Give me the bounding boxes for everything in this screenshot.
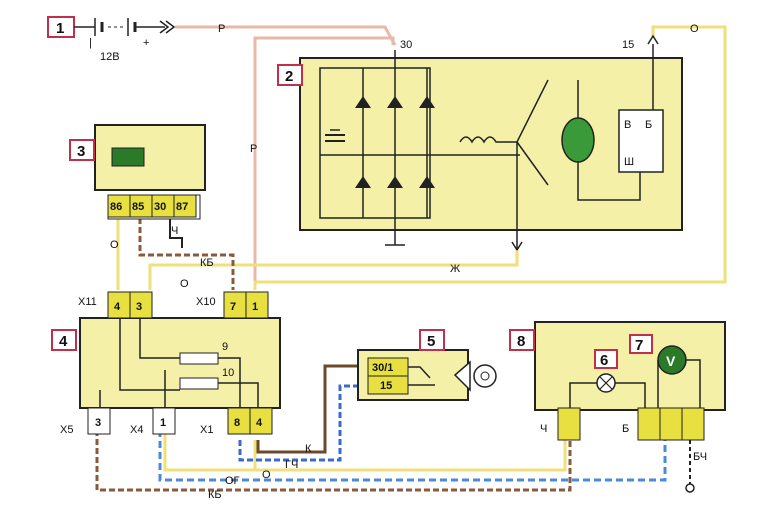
voltmeter-symbol: V — [666, 353, 676, 369]
svg-text:30: 30 — [154, 201, 166, 213]
wire-label-kb1: КБ — [200, 257, 214, 269]
wire-label-r: Р — [218, 23, 225, 35]
wire-label-zh: Ж — [450, 263, 460, 275]
x11-label: X11 — [78, 296, 97, 308]
battery-voltage: 12В — [100, 51, 120, 63]
x10-pin-1: 1 — [252, 301, 258, 313]
battery-number: 1 — [56, 20, 64, 37]
wire-label-ch: Ч — [540, 423, 547, 435]
key-icon — [453, 360, 471, 392]
x11-pin-4: 4 — [114, 301, 121, 313]
diode-bridge — [319, 50, 520, 246]
relay-number: 3 — [77, 143, 85, 160]
ignition-pin-30-1: 30/1 — [372, 362, 393, 374]
wire-label-ch-relay: Ч — [171, 225, 178, 237]
wire-o-bottom — [163, 430, 567, 472]
wire-k — [256, 364, 370, 454]
wire-label-bch: БЧ — [693, 451, 707, 463]
x10-label: X10 — [196, 296, 216, 308]
x5-label: X5 — [60, 424, 73, 436]
wire-o-15 — [253, 25, 727, 290]
ignition-pin-15: 15 — [380, 380, 392, 392]
fuse-10 — [179, 377, 219, 390]
battery-plus: + — [143, 37, 149, 49]
x10-pin-7: 7 — [230, 301, 236, 313]
x1-pin-8: 8 — [234, 417, 240, 429]
ignition-number: 5 — [427, 333, 435, 350]
reg-sh: Ш — [624, 156, 634, 168]
fuse-9 — [179, 352, 219, 365]
battery-minus: | — [89, 37, 92, 49]
block-number: 4 — [59, 333, 68, 350]
x4-label: X4 — [130, 424, 143, 436]
lamp-number: 6 — [600, 352, 608, 369]
wire-zh — [148, 250, 519, 290]
wire-label-o3: О — [262, 469, 271, 481]
term-15: 15 — [622, 39, 634, 51]
wire-label-b: Б — [622, 423, 629, 435]
rotor-icon — [561, 117, 595, 163]
wire-label-og: ОГ — [225, 475, 240, 487]
wire-ch-gnd — [169, 218, 183, 248]
svg-text:86: 86 — [110, 201, 122, 213]
relay-pins: 86 85 30 87 — [107, 194, 197, 218]
cluster-number: 8 — [517, 333, 525, 350]
diodes — [355, 96, 435, 188]
reg-be: Б — [645, 119, 652, 131]
x4-pin: 1 — [160, 417, 166, 429]
x11-pin-3: 3 — [136, 301, 142, 313]
wire-og — [158, 430, 667, 482]
wire-r-battery — [175, 25, 397, 46]
wire-label-kb2: КБ — [208, 489, 222, 501]
svg-text:87: 87 — [176, 201, 188, 213]
x1-pin-4: 4 — [256, 417, 263, 429]
fuse-9-label: 9 — [222, 341, 228, 353]
regulator — [618, 109, 664, 173]
wire-gch — [238, 384, 370, 462]
fuse-10-label: 10 — [222, 367, 234, 379]
wire-label-gch: ГЧ — [285, 459, 298, 471]
wire-kb-relay — [138, 218, 235, 290]
wire-label-k: К — [305, 443, 312, 455]
wire-label-r2: Р — [250, 143, 257, 155]
wire-label-o15: О — [690, 23, 699, 35]
wire-label-o2: О — [180, 278, 189, 290]
x1-label: X1 — [200, 424, 213, 436]
wire-label-o1: О — [110, 239, 119, 251]
voltmeter-number: 7 — [635, 337, 643, 354]
generator-number: 2 — [285, 68, 293, 85]
term-30: 30 — [400, 39, 412, 51]
reg-b: В — [624, 119, 631, 131]
wire-r-30-down — [253, 36, 395, 290]
relay-coil-icon — [111, 147, 145, 167]
wire-kb-bottom — [95, 430, 572, 492]
svg-text:85: 85 — [132, 201, 144, 213]
x5-pin: 3 — [95, 417, 101, 429]
